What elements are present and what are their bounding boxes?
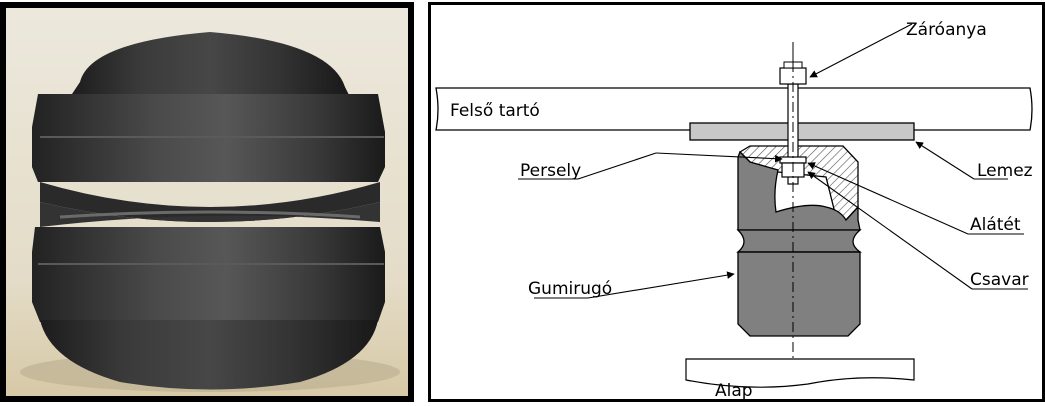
rubber-spring-photo <box>0 2 414 402</box>
rubber-spring-upper <box>737 150 861 231</box>
label-plate: Lemez <box>977 161 1033 181</box>
diagram-frame <box>428 2 1045 402</box>
base-shape <box>685 358 915 388</box>
label-upper-support: Felső tartó <box>450 101 540 121</box>
label-base: Alap <box>715 381 753 401</box>
label-bolt: Csavar <box>970 270 1029 290</box>
label-bushing: Persely <box>520 161 581 181</box>
rubber-spring-waist <box>736 229 863 253</box>
label-rubber-spring: Gumirugó <box>528 279 612 299</box>
rubber-spring-diagram: Záróanya Felső tartó Lemez Persely Aláté… <box>428 2 1045 402</box>
upper-support-beam <box>435 87 1033 131</box>
rubber-spring-lower <box>737 251 861 337</box>
plate-shape <box>689 122 915 141</box>
label-washer: Alátét <box>970 215 1021 235</box>
label-lock-nut: Záróanya <box>906 20 987 40</box>
